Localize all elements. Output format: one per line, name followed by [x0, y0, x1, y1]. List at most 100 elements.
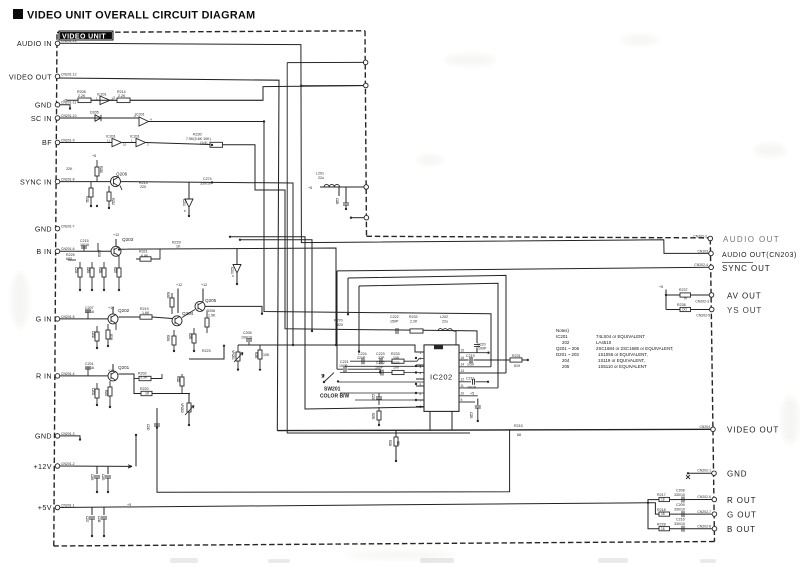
svg-text:Q204: Q204: [182, 311, 194, 316]
svg-text:C219: C219: [466, 354, 475, 358]
svg-text:220: 220: [140, 185, 146, 189]
svg-text:YS OUT: YS OUT: [727, 306, 762, 315]
svg-text:C210: C210: [146, 424, 150, 431]
svg-text:+12V: +12V: [33, 462, 52, 471]
svg-text:+5: +5: [92, 154, 96, 158]
svg-text:CN201-10: CN201-10: [61, 114, 77, 118]
svg-text:IC201: IC201: [182, 199, 186, 206]
svg-text:B IN: B IN: [36, 247, 52, 256]
svg-text:R237: R237: [679, 288, 688, 292]
svg-text:100P: 100P: [478, 347, 487, 351]
svg-text:L202: L202: [440, 315, 448, 319]
svg-text:1S1056 or EQUIVALENT,: 1S1056 or EQUIVALENT,: [598, 352, 648, 357]
svg-text:R231: R231: [512, 354, 521, 358]
svg-text:3: 3: [420, 365, 422, 369]
svg-text:Q201 ~ 206: Q201 ~ 206: [556, 346, 580, 351]
svg-text:C211: C211: [466, 377, 474, 381]
svg-text:13: 13: [461, 369, 465, 373]
svg-text:Q201: Q201: [118, 365, 130, 370]
svg-text:2.2K: 2.2K: [78, 94, 86, 98]
svg-text:2: 2: [147, 143, 149, 147]
svg-text:C203: C203: [101, 474, 105, 481]
svg-text:IC201: IC201: [130, 135, 140, 139]
svg-text:10/16: 10/16: [467, 386, 476, 390]
svg-text:2: 2: [112, 97, 114, 101]
svg-text:R216: R216: [109, 334, 113, 341]
svg-text:(1/4): (1/4): [200, 141, 207, 145]
svg-text:R238: R238: [677, 303, 686, 307]
svg-text:R227: R227: [113, 267, 117, 274]
svg-text:3.3K: 3.3K: [140, 376, 148, 380]
svg-text:CN202-1: CN202-1: [697, 469, 711, 473]
svg-text:Q203: Q203: [122, 237, 134, 242]
svg-text:+12: +12: [201, 283, 207, 287]
svg-text:C221: C221: [340, 360, 349, 364]
svg-text:C220: C220: [477, 343, 486, 347]
svg-text:R205: R205: [188, 333, 192, 340]
svg-text:9: 9: [232, 274, 234, 278]
svg-text:1: 1: [131, 139, 133, 143]
svg-text:R225: R225: [66, 253, 75, 257]
svg-text:R214: R214: [117, 90, 126, 94]
svg-text:C214: C214: [74, 267, 78, 274]
svg-text:LA4510: LA4510: [596, 340, 612, 345]
svg-text:2SC1684 or 2SC1685 or EQUIVALE: 2SC1684 or 2SC1685 or EQUIVALENT,: [596, 346, 674, 351]
svg-text:12: 12: [461, 378, 465, 382]
svg-text:C205: C205: [243, 331, 252, 335]
svg-text:C212: C212: [376, 361, 385, 365]
svg-text:R219: R219: [140, 307, 149, 311]
svg-text:C224: C224: [358, 352, 367, 356]
svg-text:CN201-5: CN201-5: [61, 315, 75, 319]
svg-text:1K: 1K: [176, 245, 181, 249]
svg-text:R213: R213: [139, 181, 148, 185]
svg-text:3: 3: [134, 114, 136, 118]
svg-text:CN202-4: CN202-4: [694, 263, 708, 267]
svg-text:C216: C216: [676, 518, 685, 522]
svg-text:6.8K: 6.8K: [141, 254, 149, 258]
svg-text:+12: +12: [113, 233, 119, 237]
svg-text:1: 1: [420, 351, 422, 355]
svg-text:10/16: 10/16: [80, 243, 89, 247]
svg-text:2.2K: 2.2K: [410, 320, 418, 324]
svg-text:100/10: 100/10: [241, 336, 252, 340]
svg-text:220P: 220P: [357, 356, 366, 360]
svg-text:4: 4: [420, 372, 422, 376]
svg-text:16: 16: [461, 356, 465, 360]
svg-text:+12: +12: [108, 306, 114, 310]
svg-text:11: 11: [461, 384, 465, 388]
svg-text:+5: +5: [127, 503, 131, 507]
svg-text:22u: 22u: [442, 320, 448, 324]
svg-text:330/10: 330/10: [200, 182, 211, 186]
svg-text:C274: C274: [203, 177, 212, 181]
svg-text:1S5110 or EQUIVALENT: 1S5110 or EQUIVALENT: [598, 364, 647, 369]
svg-text:CN201-3: CN201-3: [61, 432, 75, 436]
svg-text:204: 204: [562, 358, 570, 363]
svg-text:VIDEO UNIT: VIDEO UNIT: [62, 34, 106, 41]
svg-text:R201: R201: [104, 390, 108, 397]
svg-text:IC201: IC201: [556, 334, 568, 339]
svg-text:CN202-6: CN202-6: [697, 495, 711, 499]
svg-text:Notes): Notes): [556, 328, 569, 333]
svg-text:C215: C215: [80, 239, 89, 243]
svg-text:CN201-12: CN201-12: [61, 72, 77, 76]
svg-text:8: 8: [184, 209, 186, 213]
svg-text:IC201: IC201: [135, 113, 145, 117]
svg-text:+5: +5: [308, 186, 312, 190]
svg-text:GND: GND: [35, 101, 52, 110]
svg-text:GND: GND: [35, 432, 52, 441]
svg-text:SC IN: SC IN: [31, 114, 52, 123]
svg-text:R215: R215: [514, 424, 523, 428]
svg-text:2: 2: [420, 357, 422, 361]
svg-text:150P: 150P: [390, 320, 399, 324]
svg-text:22K: 22K: [66, 167, 73, 171]
svg-text:R204: R204: [166, 335, 170, 342]
svg-text:14: 14: [461, 363, 465, 367]
svg-text:AUDIO OUT: AUDIO OUT: [723, 235, 780, 244]
svg-text:33P: 33P: [378, 356, 385, 360]
svg-text:R OUT: R OUT: [727, 496, 756, 505]
svg-text:4: 4: [150, 118, 152, 122]
svg-text:COLOR B/W: COLOR B/W: [320, 394, 349, 400]
svg-text:C213: C213: [371, 394, 375, 401]
svg-text:R236: R236: [254, 352, 258, 359]
svg-text:R220: R220: [140, 387, 149, 391]
